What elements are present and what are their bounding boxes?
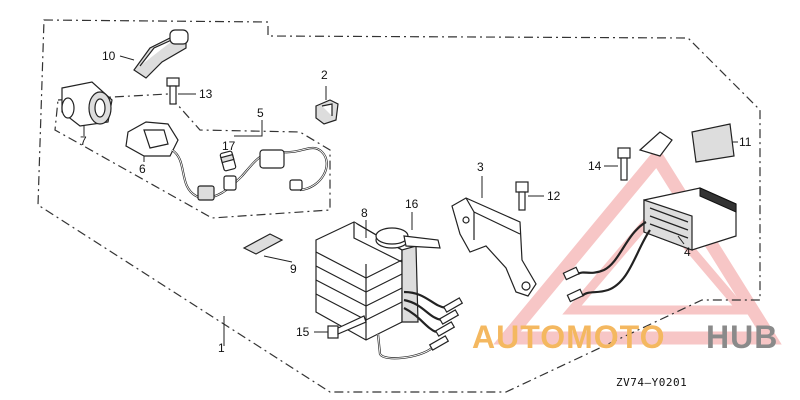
part-fuse [219, 150, 237, 172]
regulator-leads [376, 290, 464, 360]
callout-13: 13 [199, 87, 213, 101]
part-control-module [643, 187, 737, 251]
watermark-logo [493, 145, 782, 345]
callout-14: 14 [588, 159, 602, 173]
callout-5: 5 [257, 106, 264, 120]
part-bolt-14 [604, 131, 673, 181]
callout-12: 12 [547, 189, 561, 203]
drawing-code: ZV74—Y0201 [616, 376, 687, 389]
callout-11: 11 [739, 135, 752, 149]
part-bracket [451, 176, 537, 297]
part-connector-holder [125, 121, 179, 162]
callout-10: 10 [102, 49, 116, 63]
part-bolt-13 [166, 77, 196, 105]
part-clip [315, 86, 339, 125]
part-bolt-15 [314, 315, 367, 339]
callout-labels: 1 2 3 4 5 6 7 8 9 10 11 12 13 14 15 16 1… [80, 49, 752, 355]
callout-2: 2 [321, 68, 328, 82]
part-label-tag [242, 233, 293, 263]
callout-8: 8 [361, 206, 368, 220]
module-leads [562, 221, 651, 303]
watermark-text: AUTOMOTO HUB [472, 319, 778, 355]
callout-7: 7 [80, 134, 87, 148]
part-boot-cover [119, 29, 189, 79]
assembly-boundary [37, 19, 761, 393]
callout-15: 15 [296, 325, 310, 339]
part-band-clamp [375, 212, 441, 249]
watermark-text-hub: HUB [706, 319, 778, 355]
watermark-triangle-outer [493, 145, 782, 345]
part-socket [61, 81, 113, 136]
watermark-text-automoto: AUTOMOTO [472, 319, 665, 355]
part-bolt-12 [515, 181, 544, 211]
callout-4: 4 [684, 245, 691, 259]
callout-17: 17 [222, 139, 236, 153]
callout-16: 16 [405, 197, 419, 211]
callout-1: 1 [218, 341, 225, 355]
part-wire-harness [171, 120, 328, 201]
callout-6: 6 [139, 162, 146, 176]
part-regulator-rectifier [315, 220, 419, 341]
subassembly-boundary [54, 93, 331, 219]
callout-9: 9 [290, 262, 297, 276]
callout-3: 3 [477, 160, 484, 174]
part-sticker [691, 123, 738, 163]
